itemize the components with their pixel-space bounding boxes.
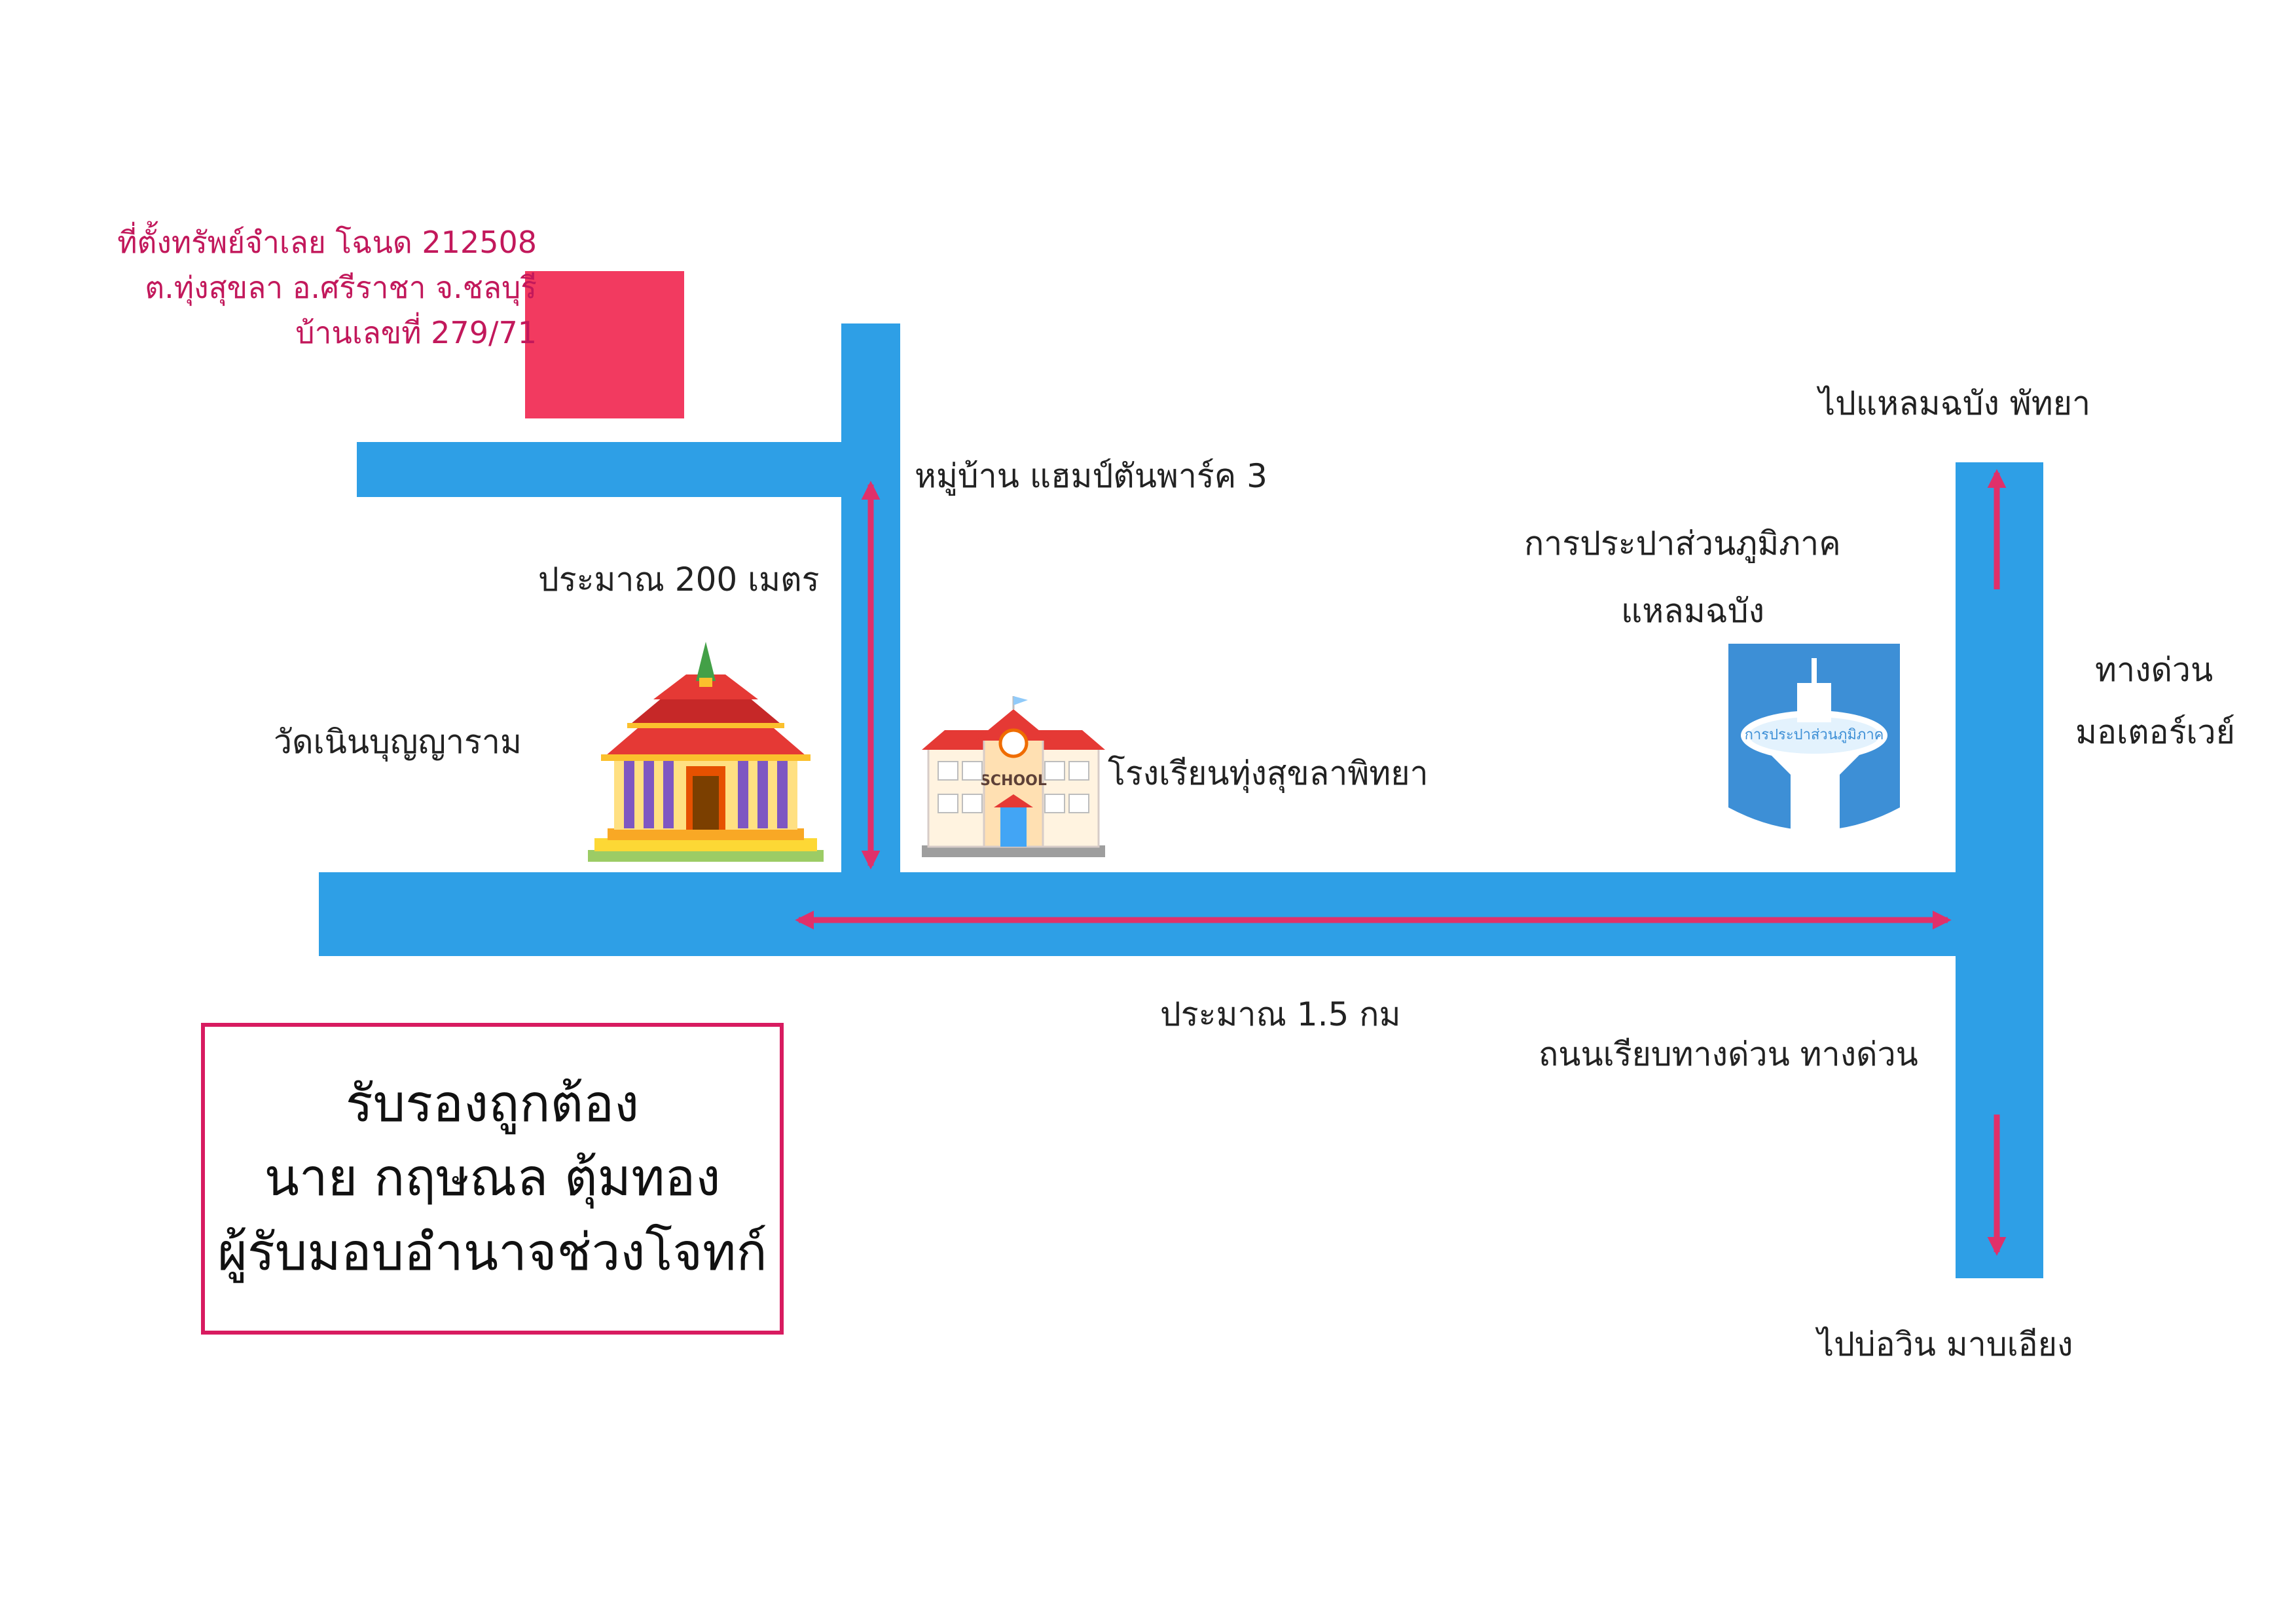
motorway-label-line2: มอเตอร์เวย์	[2075, 713, 2235, 751]
thai-temple-icon	[588, 642, 824, 862]
distance-200m-label: ประมาณ 200 เมตร	[538, 561, 820, 599]
waterworks-sign: การประปาส่วนภูมิภาค	[1745, 727, 1884, 743]
school-label: โรงเรียนทุ่งสุขลาพิทยา	[1108, 754, 1429, 792]
water-tower-logo-icon: การประปาส่วนภูมิภาค	[1728, 644, 1900, 853]
certifier-name: นาย กฤษณล ตุ้มทอง	[264, 1149, 721, 1208]
property-house-number: บ้านเลขที่ 279/71	[295, 315, 537, 350]
village-label: หมู่บ้าน แฮมป์ตันพาร์ค 3	[915, 457, 1267, 495]
property-deed: ที่ตั้งทรัพย์จำเลย โฉนด 212508	[117, 225, 537, 260]
property-address: ต.ทุ่งสุขลา อ.ศรีราชา จ.ชลบุรี	[145, 270, 537, 305]
school-sign: SCHOOL	[980, 773, 1047, 789]
road-upper-horizontal	[357, 442, 900, 497]
frontage-road-label: ถนนเรียบทางด่วน ทางด่วน	[1539, 1035, 1918, 1073]
to-north-label: ไปแหลมฉบัง พัทยา	[1819, 384, 2091, 422]
motorway-label-line1: ทางด่วน	[2095, 651, 2214, 689]
waterworks-label-line2: แหลมฉบัง	[1621, 592, 1764, 630]
certification-title: รับรองถูกต้อง	[345, 1075, 640, 1134]
school-building-icon: SCHOOL	[922, 696, 1105, 857]
property-location-marker	[525, 271, 684, 418]
property-description: ที่ตั้งทรัพย์จำเลย โฉนด 212508 ต.ทุ่งสุข…	[92, 220, 537, 356]
distance-1-5km-label: ประมาณ 1.5 กม	[1160, 995, 1401, 1033]
certifier-role: ผู้รับมอบอำนาจช่วงโจทก์	[217, 1223, 767, 1282]
to-south-label: ไปบ่อวิน มาบเอียง	[1817, 1325, 2073, 1363]
waterworks-label-line1: การประปาส่วนภูมิภาค	[1524, 525, 1841, 563]
certification-box: รับรองถูกต้อง นาย กฤษณล ตุ้มทอง ผู้รับมอ…	[201, 1023, 784, 1335]
temple-label: วัดเนินบุญญาราม	[274, 723, 522, 761]
